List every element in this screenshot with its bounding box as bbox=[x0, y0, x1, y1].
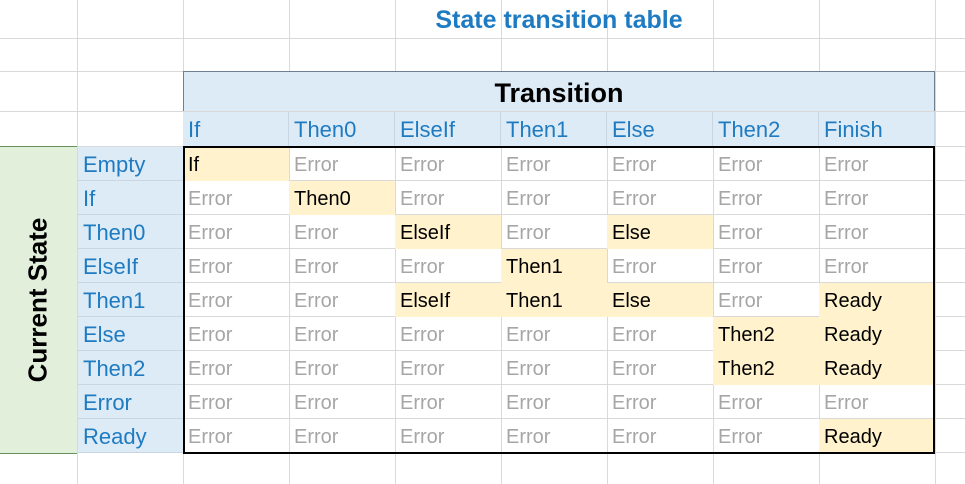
transition-cell[interactable]: Error bbox=[824, 256, 869, 278]
transition-cell[interactable]: Error bbox=[188, 358, 233, 380]
transition-cell[interactable]: Error bbox=[294, 256, 339, 278]
row-header-ready: Ready bbox=[78, 419, 183, 453]
transition-cell[interactable]: Error bbox=[824, 222, 869, 244]
transition-cell[interactable]: Error bbox=[506, 392, 551, 414]
column-header-then1: Then1 bbox=[501, 112, 607, 146]
row-header-elseif: ElseIf bbox=[78, 249, 183, 283]
transition-cell[interactable]: Error bbox=[294, 392, 339, 414]
transition-cell[interactable]: Error bbox=[718, 154, 763, 176]
transition-cell[interactable]: ElseIf bbox=[395, 283, 501, 317]
transition-cell[interactable]: Error bbox=[400, 426, 445, 448]
transition-header: Transition bbox=[183, 71, 935, 111]
transition-cell[interactable]: Else bbox=[607, 283, 713, 317]
transition-cell[interactable]: Error bbox=[612, 188, 657, 210]
transition-cell[interactable]: Then1 bbox=[501, 249, 607, 283]
row-header-then0: Then0 bbox=[78, 215, 183, 249]
transition-cell[interactable]: Error bbox=[188, 290, 233, 312]
transition-cell[interactable]: Error bbox=[506, 188, 551, 210]
transition-cell[interactable]: Error bbox=[188, 222, 233, 244]
transition-cell[interactable]: Error bbox=[400, 188, 445, 210]
transition-cell[interactable]: Error bbox=[400, 154, 445, 176]
transition-cell[interactable]: Then1 bbox=[501, 283, 607, 317]
row-header-error: Error bbox=[78, 385, 183, 419]
transition-cell[interactable]: Ready bbox=[819, 351, 935, 385]
transition-cell[interactable]: Error bbox=[824, 188, 869, 210]
transition-cell[interactable]: Error bbox=[294, 358, 339, 380]
transition-cell[interactable]: Error bbox=[824, 392, 869, 414]
transition-cell[interactable]: Error bbox=[506, 154, 551, 176]
transition-cell[interactable]: Error bbox=[718, 392, 763, 414]
transition-cell[interactable]: ElseIf bbox=[395, 215, 501, 249]
transition-cell[interactable]: Then2 bbox=[713, 317, 819, 351]
transition-cell[interactable]: Error bbox=[612, 256, 657, 278]
column-header-finish: Finish bbox=[819, 112, 935, 146]
transition-cell[interactable]: Error bbox=[294, 154, 339, 176]
column-header-else: Else bbox=[607, 112, 713, 146]
column-header-elseif: ElseIf bbox=[395, 112, 501, 146]
transition-cell[interactable]: Error bbox=[612, 324, 657, 346]
transition-cell[interactable]: Error bbox=[400, 324, 445, 346]
transition-cell[interactable]: Error bbox=[294, 324, 339, 346]
transition-cell[interactable]: If bbox=[183, 147, 289, 181]
column-header-then0: Then0 bbox=[289, 112, 395, 146]
transition-cell[interactable]: Error bbox=[188, 392, 233, 414]
transition-cell[interactable]: Error bbox=[400, 256, 445, 278]
transition-cell[interactable]: Else bbox=[607, 215, 713, 249]
row-header-if: If bbox=[78, 181, 183, 215]
transition-cell[interactable]: Error bbox=[824, 154, 869, 176]
transition-cell[interactable]: Error bbox=[718, 426, 763, 448]
current-state-header bbox=[0, 146, 77, 454]
transition-cell[interactable]: Error bbox=[506, 426, 551, 448]
transition-cell[interactable]: Error bbox=[506, 358, 551, 380]
row-header-then1: Then1 bbox=[78, 283, 183, 317]
transition-cell[interactable]: Error bbox=[400, 392, 445, 414]
transition-cell[interactable]: Error bbox=[612, 358, 657, 380]
transition-cell[interactable]: Error bbox=[188, 256, 233, 278]
transition-cell[interactable]: Error bbox=[400, 358, 445, 380]
transition-cell[interactable]: Ready bbox=[819, 419, 935, 453]
transition-cell[interactable]: Error bbox=[718, 222, 763, 244]
transition-cell[interactable]: Error bbox=[294, 290, 339, 312]
transition-cell[interactable]: Error bbox=[294, 222, 339, 244]
transition-cell[interactable]: Error bbox=[188, 324, 233, 346]
table-title: State transition table bbox=[435, 6, 683, 34]
transition-cell[interactable]: Error bbox=[506, 222, 551, 244]
transition-cell[interactable]: Error bbox=[612, 392, 657, 414]
transition-cell[interactable]: Error bbox=[188, 426, 233, 448]
transition-cell[interactable]: Error bbox=[188, 188, 233, 210]
transition-cell[interactable]: Error bbox=[718, 290, 763, 312]
transition-cell[interactable]: Error bbox=[718, 256, 763, 278]
column-header-then2: Then2 bbox=[713, 112, 819, 146]
transition-cell[interactable]: Then2 bbox=[713, 351, 819, 385]
transition-cell[interactable]: Ready bbox=[819, 283, 935, 317]
transition-cell[interactable]: Ready bbox=[819, 317, 935, 351]
transition-cell[interactable]: Error bbox=[294, 426, 339, 448]
row-header-else: Else bbox=[78, 317, 183, 351]
transition-cell[interactable]: Error bbox=[506, 324, 551, 346]
row-header-then2: Then2 bbox=[78, 351, 183, 385]
column-header-if: If bbox=[183, 112, 289, 146]
transition-cell[interactable]: Error bbox=[718, 188, 763, 210]
transition-cell[interactable]: Error bbox=[612, 154, 657, 176]
transition-cell[interactable]: Error bbox=[612, 426, 657, 448]
transition-cell[interactable]: Then0 bbox=[289, 181, 395, 215]
current-state-label: Current State bbox=[22, 217, 53, 383]
row-header-empty: Empty bbox=[78, 147, 183, 181]
